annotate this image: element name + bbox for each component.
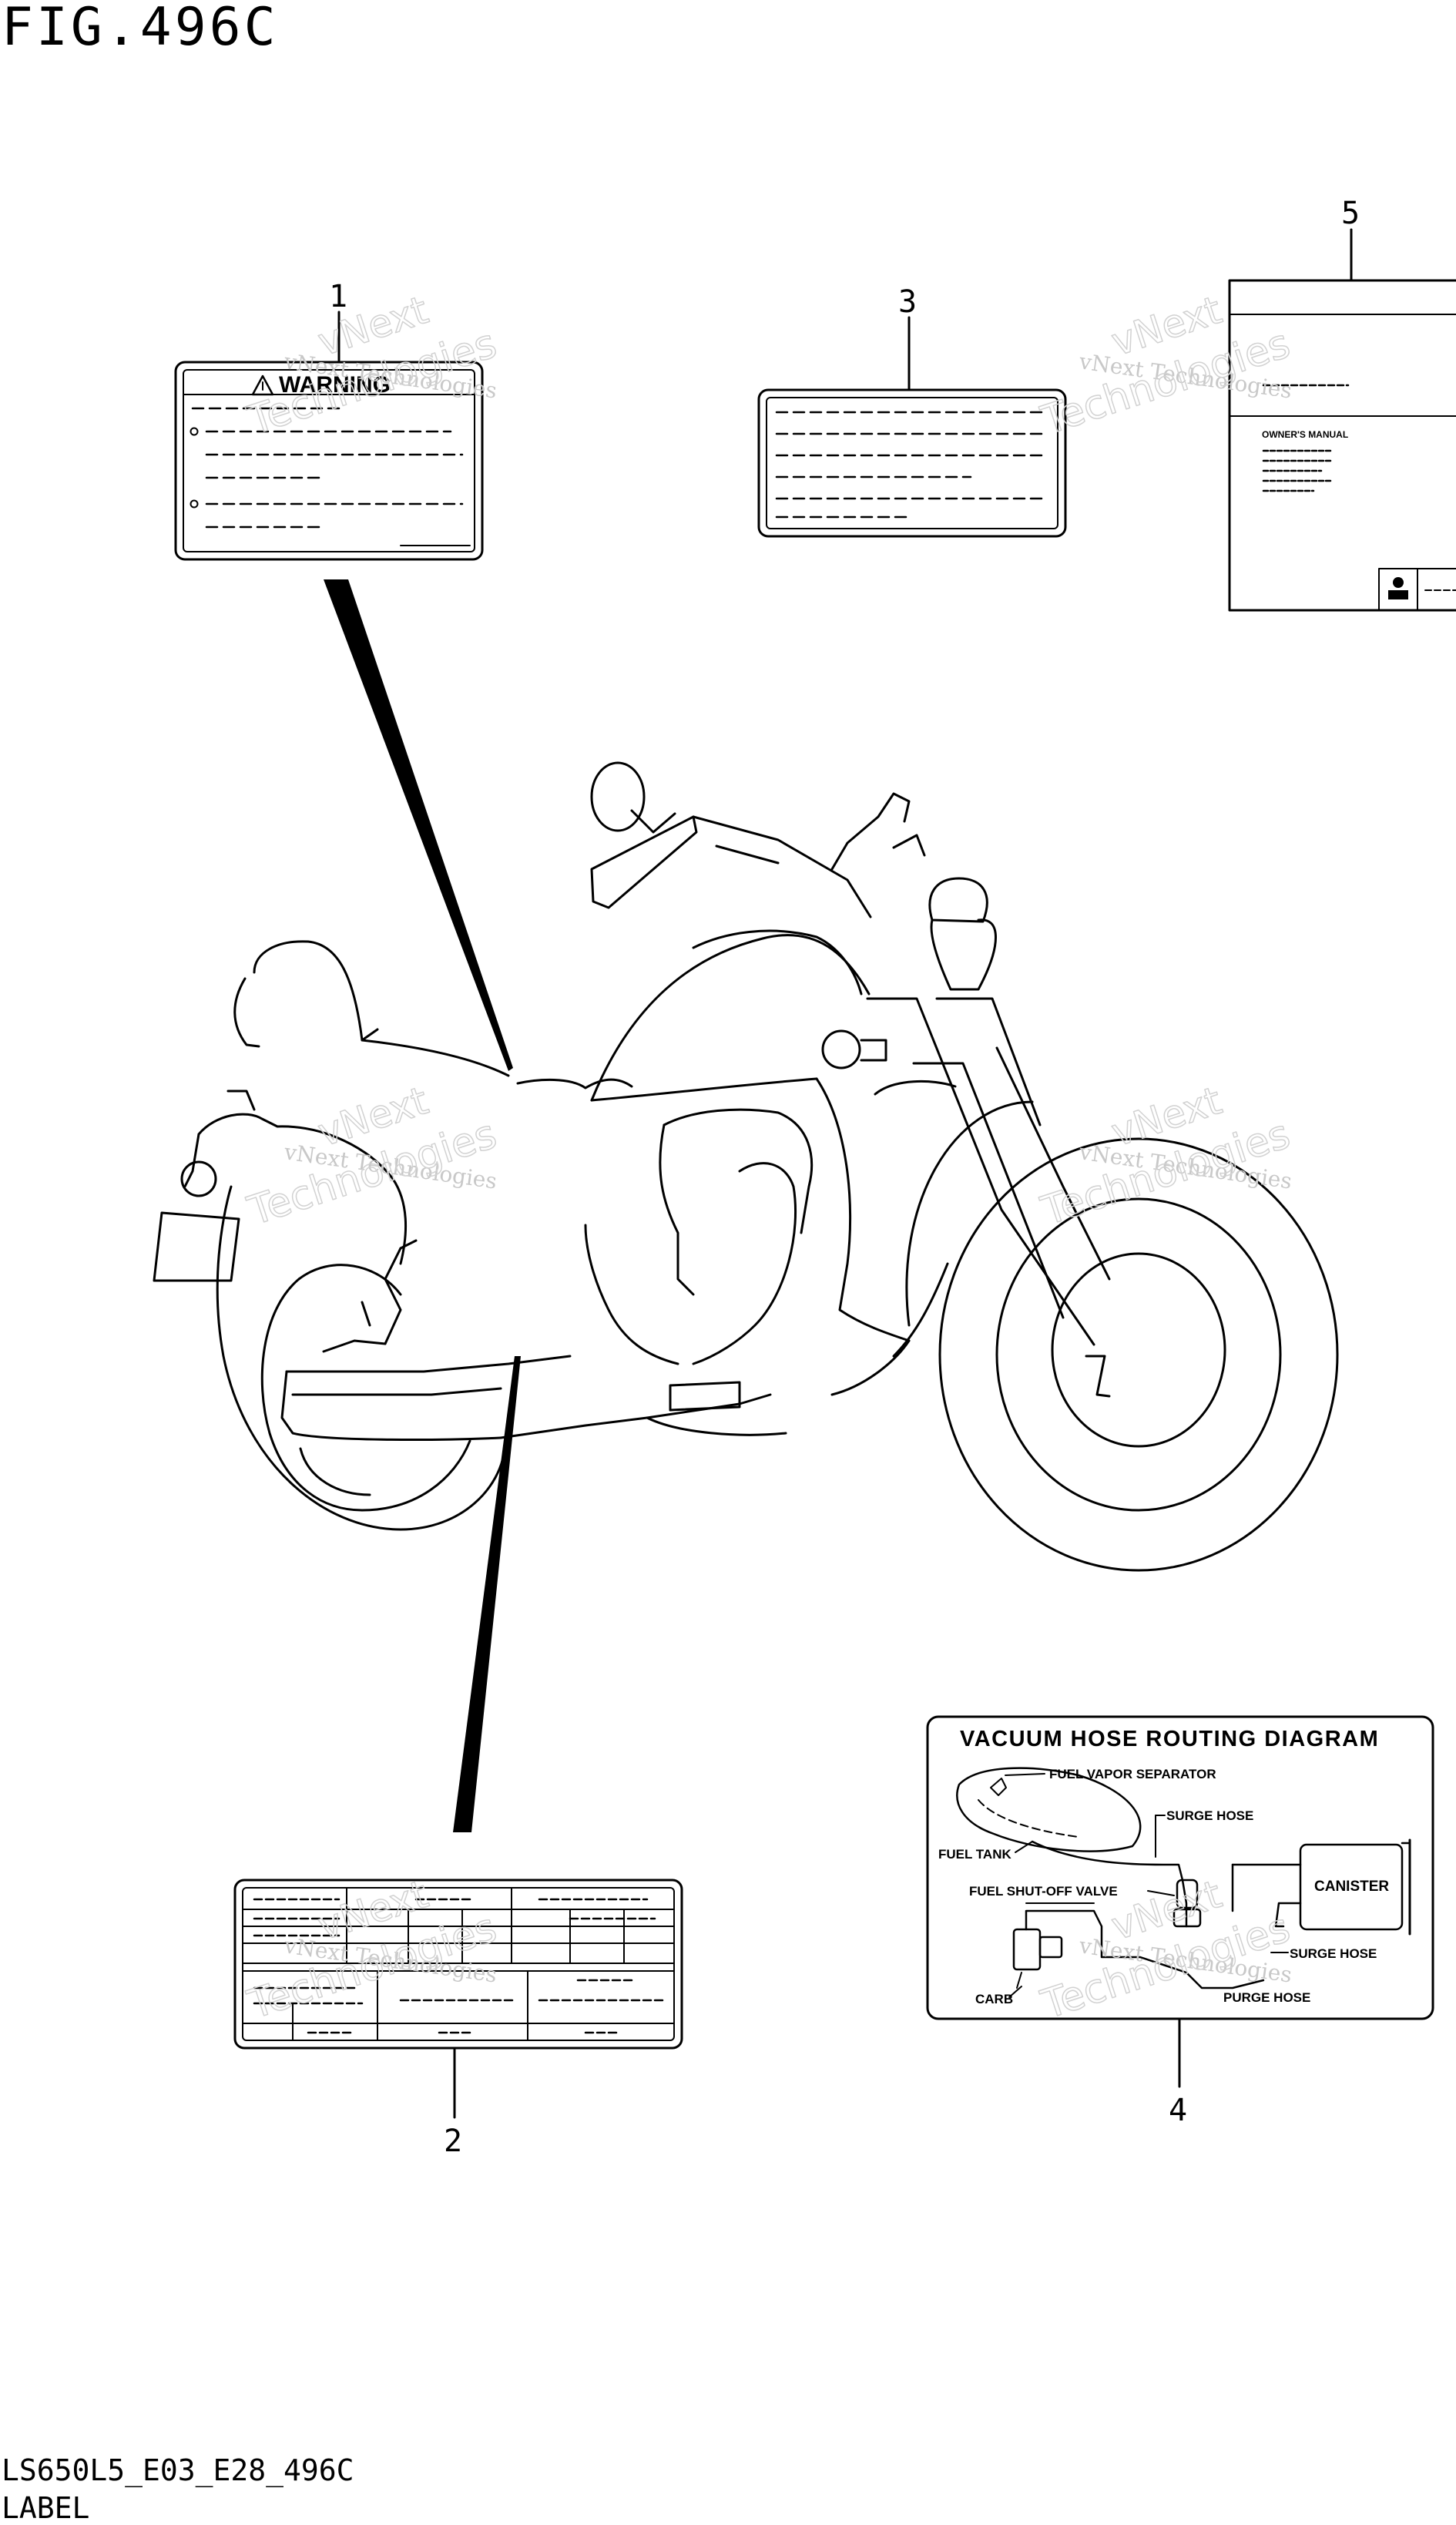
footer-code: LS650L5_E03_E28_496C	[2, 2453, 354, 2487]
label-purge-hose: PURGE HOSE	[1223, 1990, 1310, 2005]
label-5-manual-title: OWNER'S MANUAL	[1262, 429, 1348, 440]
motorcycle-drawing	[153, 761, 1339, 1572]
callout-5: 5	[1341, 196, 1360, 231]
vacuum-diagram-title: VACUUM HOSE ROUTING DIAGRAM	[960, 1727, 1379, 1751]
label-canister: CANISTER	[1314, 1879, 1389, 1895]
label-fuel-tank: FUEL TANK	[938, 1847, 1011, 1862]
label-fuel-shutoff-valve: FUEL SHUT-OFF VALVE	[969, 1884, 1118, 1899]
label-5-owners-manual: OWNER'S MANUAL	[1228, 279, 1456, 612]
callout-2: 2	[444, 2124, 462, 2159]
label-1-warning: WARNING	[174, 361, 484, 561]
pointer-label-1	[324, 579, 513, 1071]
callout-1: 1	[329, 279, 347, 314]
label-3	[757, 388, 1067, 538]
callout-3: 3	[898, 284, 917, 320]
label-surge-hose-bottom: SURGE HOSE	[1290, 1946, 1377, 1961]
manual-book-icon	[1393, 577, 1404, 588]
label-2	[233, 1879, 683, 2050]
label-1-heading: WARNING	[279, 372, 391, 398]
label-surge-hose-top: SURGE HOSE	[1166, 1808, 1253, 1823]
footer-group: LABEL	[2, 2491, 90, 2525]
figure-title: FIG.496C	[2, 0, 279, 58]
canister-shape	[1299, 1843, 1404, 1931]
fuel-tank-outline	[956, 1767, 1142, 1852]
carb-shape	[1012, 1928, 1042, 1971]
callout-4: 4	[1169, 2093, 1187, 2128]
label-fuel-vapor-separator: FUEL VAPOR SEPARATOR	[1049, 1767, 1216, 1781]
label-carb: CARB	[975, 1992, 1013, 2006]
pointer-label-2	[453, 1356, 521, 1832]
label-4-vacuum-hose-diagram: VACUUM HOSE ROUTING DIAGRAM FUEL VAPOR S…	[926, 1715, 1434, 2020]
